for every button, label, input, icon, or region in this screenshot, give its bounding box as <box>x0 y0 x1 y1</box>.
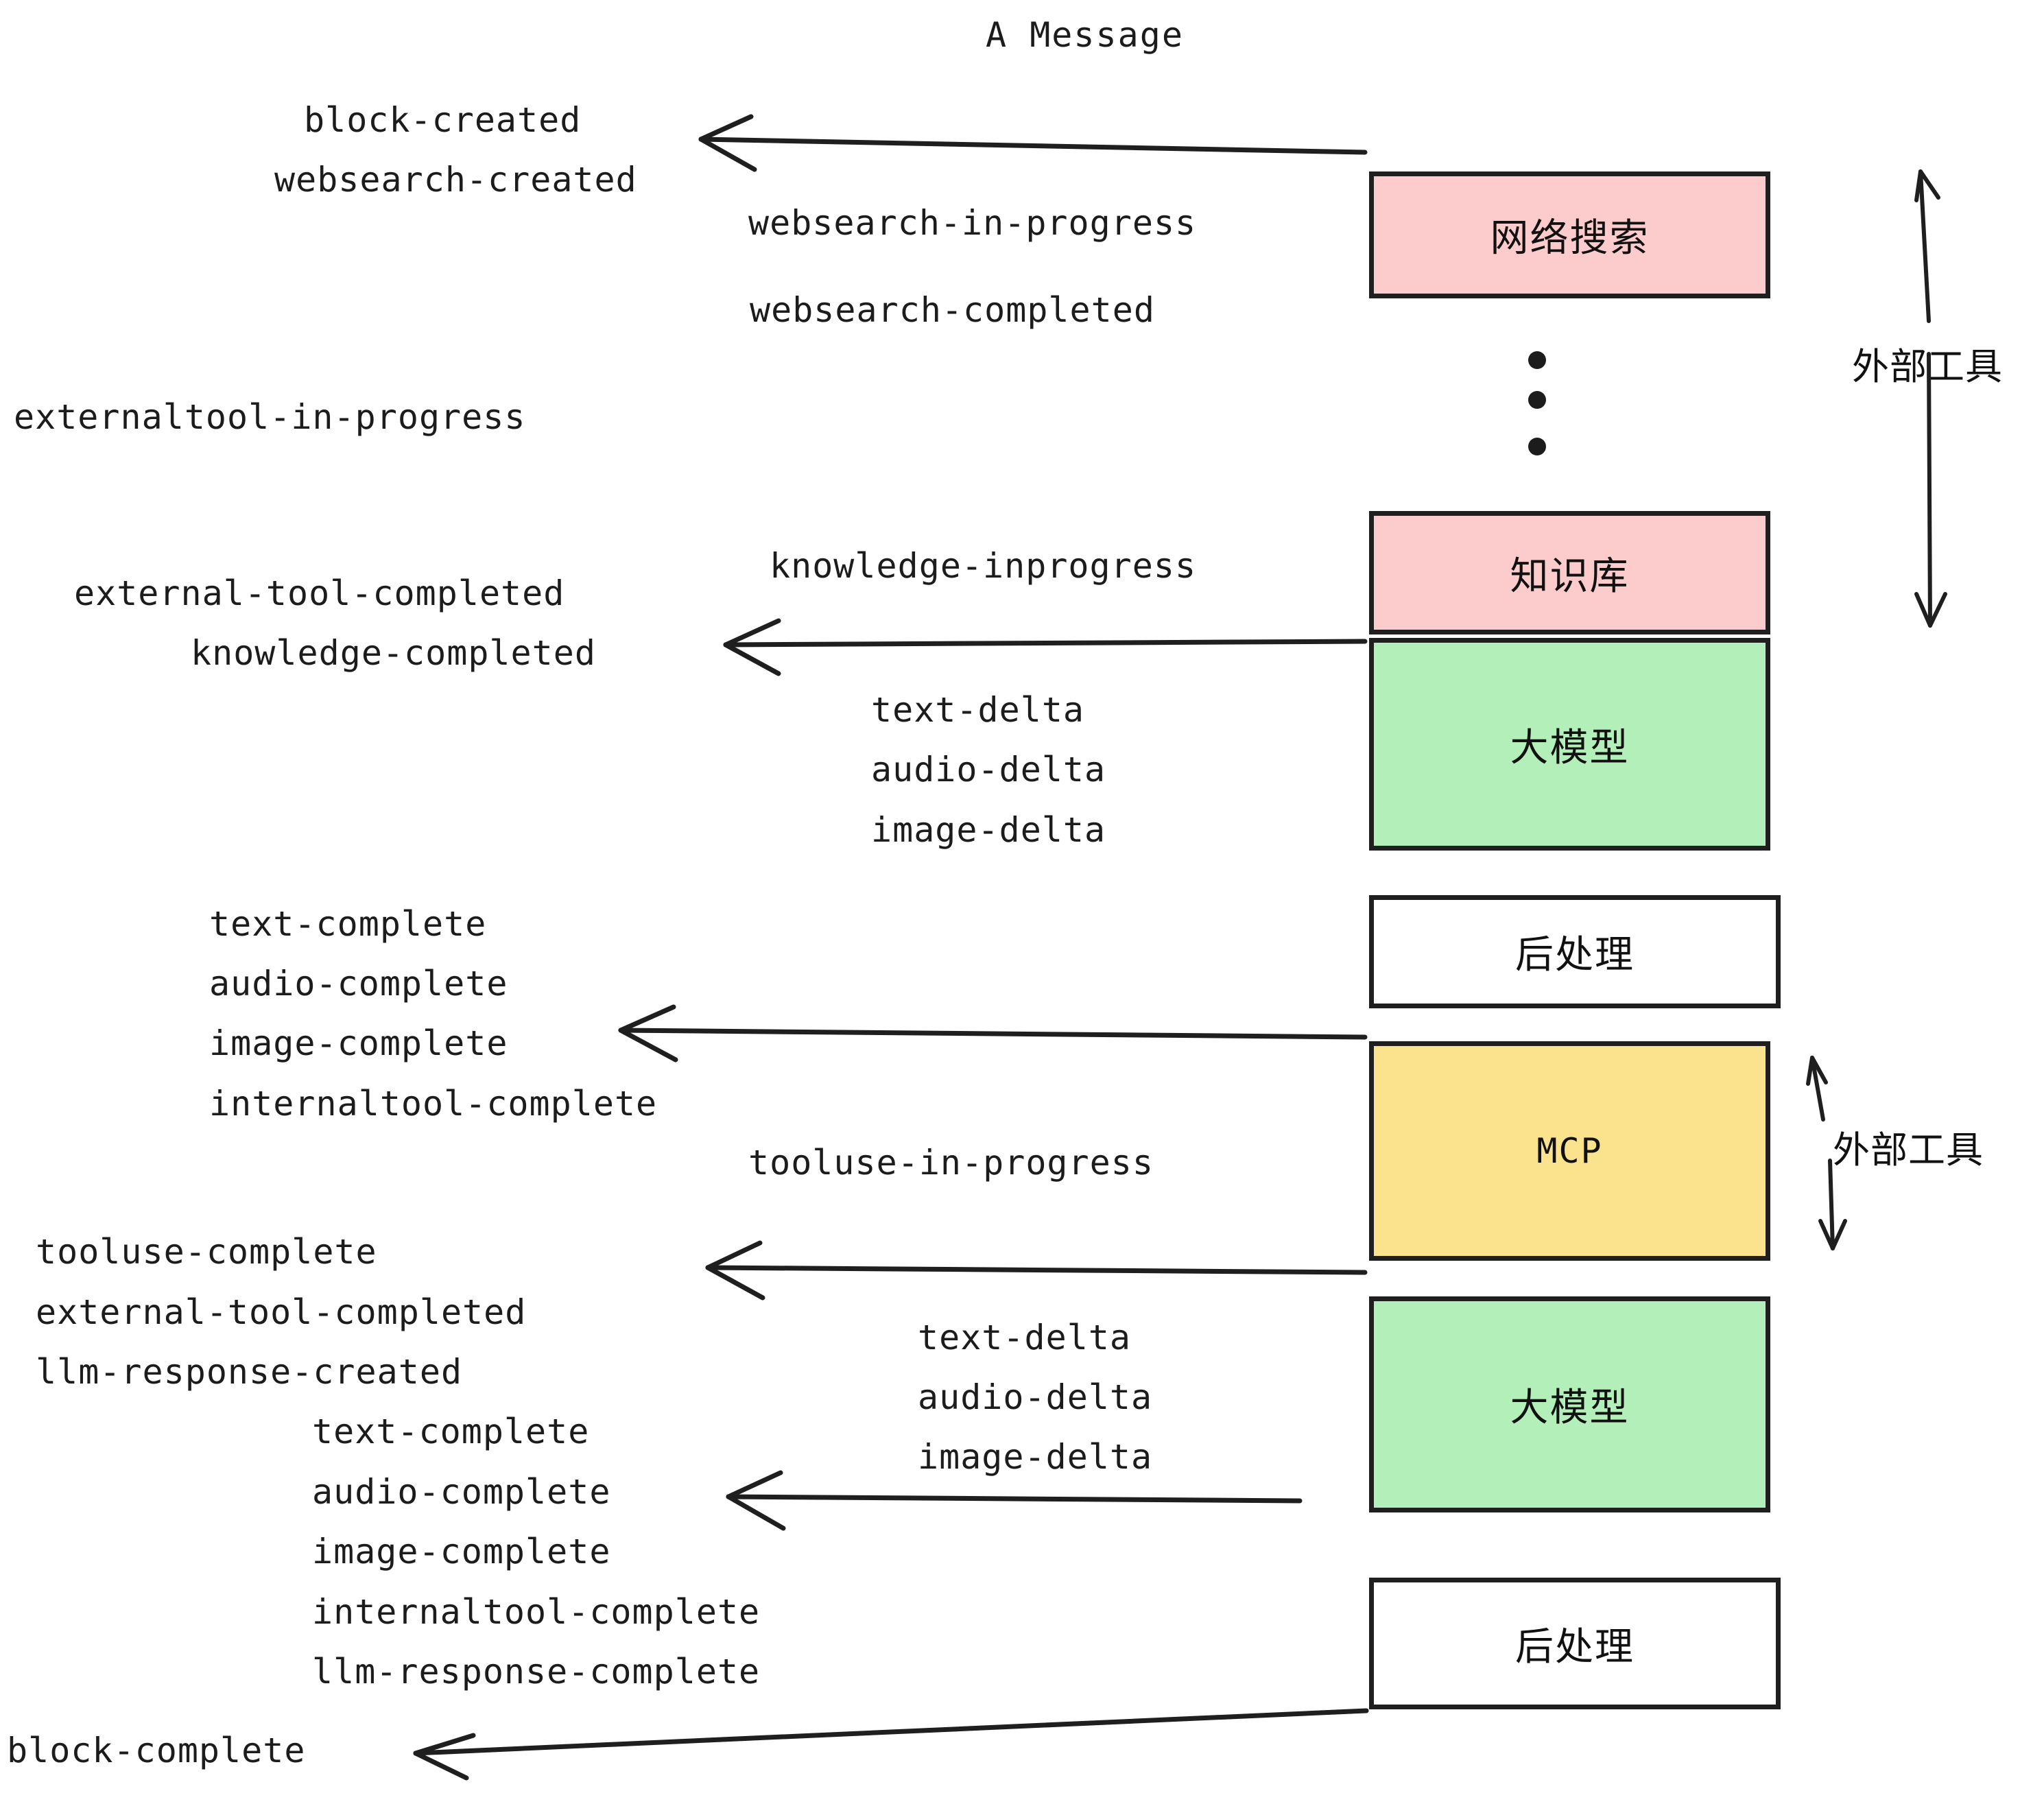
event-label-audio-delta-1: audio-delta <box>871 750 1106 790</box>
node-llm-2-label: 大模型 <box>1510 1386 1630 1430</box>
event-label-text-delta-1: text-delta <box>871 690 1085 730</box>
node-knowledge-base-label: 知识库 <box>1510 554 1630 599</box>
ellipsis-dot-3 <box>1528 438 1546 455</box>
arrow-llm2-to-audio-complete <box>726 1470 1303 1531</box>
event-label-text-delta-2: text-delta <box>918 1318 1132 1357</box>
node-post-process-2-label: 后处理 <box>1515 1624 1635 1670</box>
event-label-external-tool-completed-2: external-tool-completed <box>36 1292 527 1332</box>
event-label-text-complete-2: text-complete <box>312 1412 590 1451</box>
side-label-external-tool-1: 外部工具 <box>1852 345 2003 388</box>
event-label-audio-complete-1: audio-complete <box>209 964 508 1004</box>
arrow-postprocess-to-image-complete <box>618 1004 1368 1063</box>
event-label-text-complete-1: text-complete <box>209 904 487 944</box>
event-label-websearch-created: websearch-created <box>274 160 637 200</box>
external-tool-arrow-up-2 <box>1806 1056 1828 1121</box>
node-websearch[interactable]: 网络搜索 <box>1369 171 1770 298</box>
node-mcp[interactable]: MCP <box>1369 1041 1770 1261</box>
event-label-image-delta-2: image-delta <box>918 1437 1153 1477</box>
node-post-process-2[interactable]: 后处理 <box>1369 1578 1781 1709</box>
side-label-external-tool-2: 外部工具 <box>1833 1128 1984 1172</box>
arrow-websearch-to-created <box>698 114 1368 172</box>
event-label-internaltool-complete-2: internaltool-complete <box>312 1592 761 1632</box>
event-label-llm-response-created: llm-response-created <box>36 1352 463 1392</box>
node-llm-1-label: 大模型 <box>1510 725 1630 770</box>
arrow-mcp-to-tooluse-complete <box>705 1240 1368 1301</box>
external-tool-arrow-up-1 <box>1914 169 1940 323</box>
event-label-websearch-completed: websearch-completed <box>750 290 1155 330</box>
event-label-externaltool-in-progress: externaltool-in-progress <box>14 397 526 437</box>
event-label-audio-delta-2: audio-delta <box>918 1377 1153 1417</box>
node-mcp-label: MCP <box>1536 1131 1603 1171</box>
event-label-image-complete-2: image-complete <box>312 1532 611 1571</box>
event-label-internaltool-complete-1: internaltool-complete <box>209 1084 658 1124</box>
node-post-process-1-label: 后处理 <box>1515 933 1635 977</box>
event-label-image-complete-1: image-complete <box>209 1023 508 1063</box>
event-label-tooluse-complete: tooluse-complete <box>36 1232 377 1272</box>
node-websearch-label: 网络搜索 <box>1490 216 1650 261</box>
diagram-title: A Message <box>986 15 1184 55</box>
node-knowledge-base[interactable]: 知识库 <box>1369 511 1770 634</box>
event-label-audio-complete-2: audio-complete <box>312 1472 611 1512</box>
ellipsis-dot-1 <box>1528 351 1546 369</box>
arrow-postprocess2-to-block-complete <box>413 1708 1369 1781</box>
event-label-knowledge-inprogress: knowledge-inprogress <box>770 546 1197 586</box>
external-tool-arrow-down-2 <box>1818 1159 1847 1250</box>
arrow-knowledge-to-completed <box>723 618 1368 676</box>
event-label-tooluse-in-progress: tooluse-in-progress <box>748 1143 1154 1183</box>
event-label-knowledge-completed: knowledge-completed <box>191 633 596 673</box>
event-label-block-complete: block-complete <box>7 1731 306 1770</box>
event-label-external-tool-completed-1: external-tool-completed <box>74 573 565 613</box>
event-label-llm-response-complete: llm-response-complete <box>312 1652 761 1692</box>
ellipsis-dot-2 <box>1528 391 1546 409</box>
event-label-block-created: block-created <box>304 100 582 140</box>
event-label-image-delta-1: image-delta <box>871 810 1106 850</box>
node-post-process-1[interactable]: 后处理 <box>1369 895 1781 1008</box>
external-tool-arrow-down-1 <box>1914 352 1947 628</box>
node-llm-1[interactable]: 大模型 <box>1369 638 1770 851</box>
node-llm-2[interactable]: 大模型 <box>1369 1296 1770 1512</box>
event-label-websearch-in-progress: websearch-in-progress <box>748 203 1197 243</box>
